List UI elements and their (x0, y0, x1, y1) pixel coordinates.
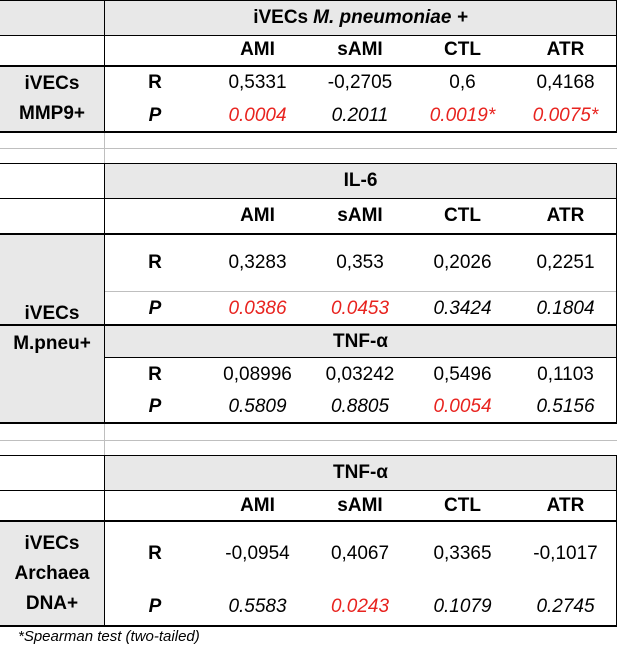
t2-il6-r-sami: 0,353 (336, 252, 384, 273)
t3-row-label: iVECs Archaea DNA+ (0, 521, 104, 626)
t2-row-label-line1: iVECs (24, 302, 80, 324)
t3-line-1 (0, 490, 617, 491)
t2-tnf-p-ami: 0.5809 (228, 396, 287, 417)
t3-title-tnf: TNF-α (104, 455, 617, 490)
t2-line-4 (0, 324, 617, 326)
t1-head-empty-1 (0, 35, 104, 65)
t2-row-label-line2: M.pneu+ (13, 332, 91, 354)
t1-r-sami: -0,2705 (327, 71, 393, 93)
t3-r-label: R (148, 543, 162, 564)
t2-tnf-r-ami: 0,08996 (223, 363, 292, 385)
t1-row-label-line1: iVECs (24, 72, 80, 94)
t1-row-label-line2: MMP9+ (19, 102, 85, 124)
t3-corner-empty (0, 455, 104, 490)
t1-line-2 (0, 65, 617, 67)
t1-line-1 (0, 35, 617, 36)
t2-il6-p-ami: 0.0386 (228, 297, 287, 319)
t2-tnf-p-atr: 0.5156 (536, 396, 595, 417)
t2-tnf-r-ctl: 0,5496 (433, 363, 492, 385)
t2-vline (104, 163, 105, 424)
t3-head-empty-1 (0, 490, 104, 521)
t1-p-atr: 0.0075* (532, 105, 599, 126)
spacer-2-vline (104, 424, 105, 455)
t2-col-sami: sAMI (337, 205, 383, 226)
t3-col-sami: sAMI (337, 494, 383, 516)
t2-col-ami: AMI (240, 205, 275, 226)
t1-col-ami: AMI (240, 39, 275, 60)
t3-border-top (0, 455, 617, 456)
t3-r-ctl: 0,3365 (433, 543, 492, 564)
t2-corner-empty (0, 163, 104, 198)
t3-r-ami: -0,0954 (225, 543, 290, 564)
t3-head-empty-2 (104, 490, 206, 521)
t3-col-atr: ATR (546, 494, 585, 516)
t2-line-1 (0, 198, 617, 199)
t1-r-ami: 0,5331 (228, 71, 287, 93)
correlation-tables: iVECs M. pneumoniae + AMI sAMI CTL ATR i… (0, 0, 617, 627)
t1-vline (104, 0, 105, 133)
t1-r-atr: 0,4168 (536, 71, 595, 93)
t3-p-atr: 0.2745 (536, 595, 595, 617)
t2-title-il6: IL-6 (104, 163, 617, 198)
t3-p-label: P (148, 595, 162, 617)
t2-col-atr: ATR (546, 205, 585, 226)
t3-r-atr: -0,1017 (533, 543, 598, 564)
t1-title: iVECs M. pneumoniae + (104, 0, 617, 35)
t2-il6-p-label: P (148, 297, 162, 319)
t2-border-top (0, 163, 617, 164)
t3-col-ctl: CTL (444, 494, 481, 516)
t1-p-sami: 0.2011 (331, 105, 389, 126)
spacer-2-hline (0, 440, 617, 441)
t3-col-ami: AMI (240, 494, 275, 516)
t2-il6-r-ami: 0,3283 (228, 252, 287, 273)
t2-line-2 (0, 233, 617, 235)
t2-il6-r-atr: 0,2251 (536, 252, 595, 273)
t1-head-empty-2 (104, 35, 206, 65)
t2-il6-r-ctl: 0,2026 (433, 252, 492, 273)
t1-p-ami: 0.0004 (228, 105, 287, 126)
t2-line-5 (104, 357, 617, 358)
t2-border-bottom (0, 422, 617, 424)
t3-row-label-line3: DNA+ (25, 592, 79, 614)
t3-line-2 (0, 520, 617, 522)
t2-tnf-p-sami: 0.8805 (330, 396, 390, 417)
t1-border-bottom (0, 131, 617, 133)
t2-il6-r-label: R (148, 252, 162, 273)
t2-tnf-r-sami: 0,03242 (325, 363, 395, 385)
t1-r-label: R (148, 71, 162, 93)
t3-row-label-line2: Archaea (14, 562, 90, 584)
t3-border-bottom (0, 625, 617, 627)
t2-il6-p-atr: 0.1804 (536, 297, 595, 319)
t2-tnf-p-ctl: 0.0054 (433, 396, 492, 417)
t2-tnf-p-label: P (148, 396, 162, 417)
t2-il6-p-ctl: 0.3424 (433, 297, 492, 319)
footnote: *Spearman test (two-tailed) (18, 628, 200, 645)
t1-col-ctl: CTL (444, 39, 481, 60)
t2-col-ctl: CTL (444, 205, 481, 226)
t1-border-top (0, 0, 617, 1)
t1-p-label: P (148, 105, 162, 126)
t2-line-3 (104, 291, 617, 292)
t1-row-label: iVECs MMP9+ (0, 65, 104, 132)
t2-il6-p-sami: 0.0453 (330, 297, 390, 319)
t3-vline (104, 455, 105, 627)
t3-p-ctl: 0.1079 (433, 595, 492, 617)
spacer-1-hline (0, 148, 617, 149)
t3-p-ami: 0.5583 (228, 595, 287, 617)
t1-title-part-a: iVECs (253, 6, 309, 28)
t3-row-label-line1: iVECs (24, 532, 80, 554)
t1-col-atr: ATR (546, 39, 585, 60)
t1-title-part-b: M. pneumoniae + (313, 6, 468, 28)
t1-p-ctl: 0.0019* (429, 105, 496, 126)
t3-r-sami: 0,4067 (330, 543, 390, 564)
t3-p-sami: 0.0243 (330, 595, 390, 617)
t1-col-sami: sAMI (337, 39, 383, 60)
t2-tnf-r-atr: 0,1103 (537, 363, 594, 385)
t1-corner-empty (0, 0, 104, 35)
t2-subtitle-tnf: TNF-α (104, 325, 617, 358)
t1-r-ctl: 0,6 (449, 71, 476, 93)
t2-row-label: iVECs M.pneu+ (0, 234, 104, 423)
t2-head-empty (104, 198, 206, 234)
t2-tnf-r-label: R (148, 363, 162, 385)
